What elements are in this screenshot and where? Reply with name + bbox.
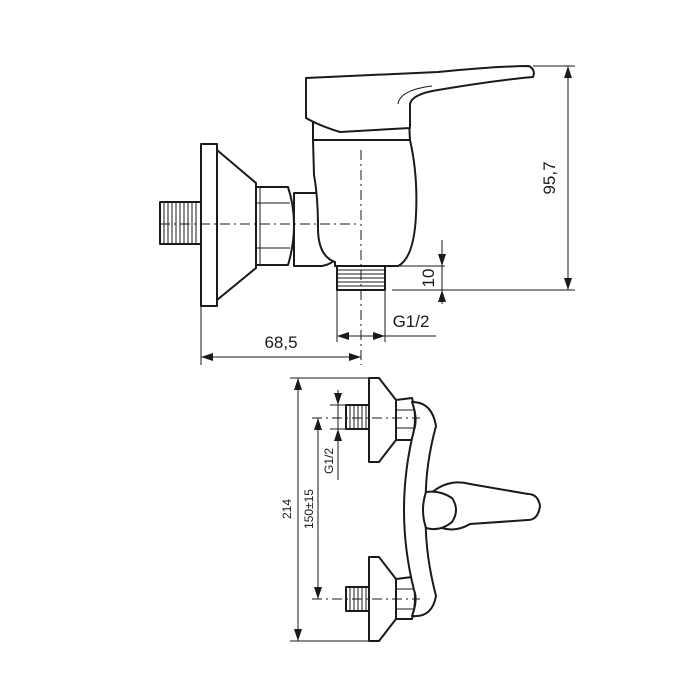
inlet-thread-side — [159, 201, 202, 245]
lever-detail — [397, 85, 433, 105]
dimension-centers: 150±15 — [302, 418, 322, 599]
dimension-wall-width: 68,5 — [201, 333, 361, 361]
lever-handle — [305, 65, 535, 133]
width-label: 68,5 — [264, 333, 297, 352]
height-label: 95,7 — [540, 161, 559, 194]
dimension-thread-top: G1/2 — [337, 312, 436, 340]
upper-inlet — [345, 377, 416, 463]
dimension-outlet-offset: 10 — [419, 240, 446, 304]
dimension-height: 95,7 — [540, 66, 572, 290]
dimension-total: 214 — [280, 378, 302, 641]
centers-label: 150±15 — [302, 489, 316, 529]
thread-bottom-label: G1/2 — [322, 448, 336, 474]
side-view: 95,7 10 68,5 G1/2 — [159, 65, 575, 365]
dimension-thread-bottom: G1/2 — [322, 390, 342, 480]
wall-flange — [200, 143, 257, 307]
front-cartridge — [422, 490, 457, 531]
front-view: 214 150±15 G1/2 — [280, 377, 541, 642]
valve-body — [312, 139, 418, 267]
thread-top-label: G1/2 — [393, 312, 430, 331]
hex-nut-side — [255, 186, 295, 266]
total-label: 214 — [280, 499, 294, 519]
offset-label: 10 — [419, 269, 438, 288]
front-body — [403, 401, 437, 618]
